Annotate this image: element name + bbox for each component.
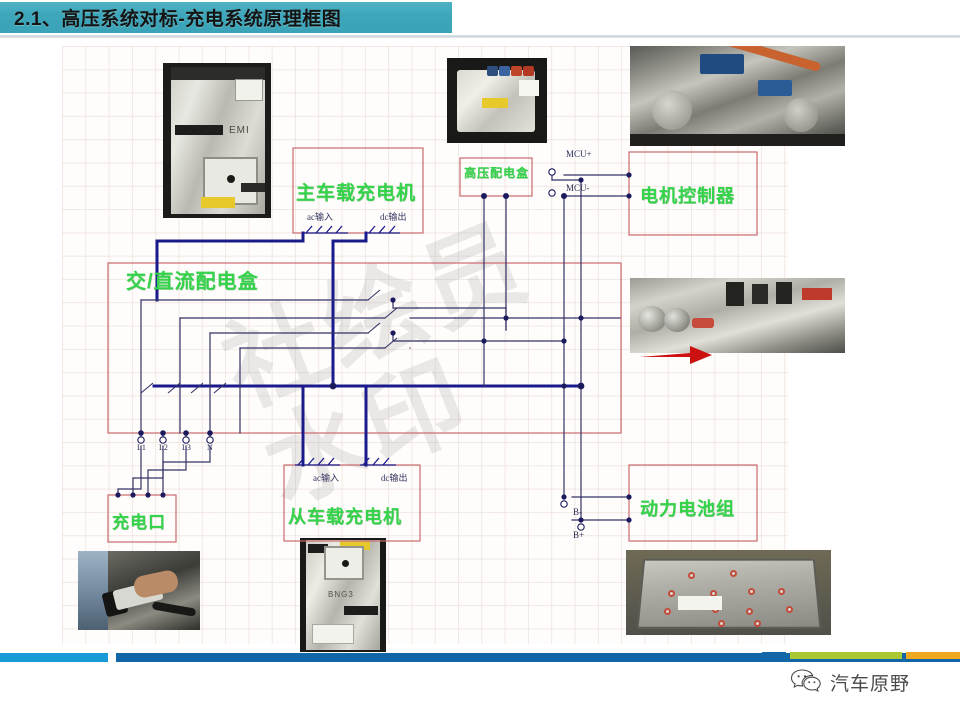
terminal-label-batt-plus: B+: [573, 530, 585, 540]
footer-bar-left: [0, 653, 108, 662]
emi-photo-caption: EMI: [229, 125, 250, 136]
terminal-label-port-n: N: [207, 443, 213, 452]
footer-bar-yellow: [906, 652, 960, 659]
terminal-label-mcu-minus: MCU-: [566, 183, 590, 193]
block-label-slave-obc: 从车载充电机: [288, 507, 402, 527]
battery-pack-photo: [626, 550, 831, 635]
block-label-battery-pack: 动力电池组: [640, 499, 735, 519]
block-label-mcu: 电机控制器: [640, 186, 735, 206]
block-label-acdc-box: 交/直流配电盒: [126, 271, 259, 293]
footer-bar-right: [116, 653, 960, 662]
footer-bar-green: [790, 652, 902, 659]
footer-bar-blue-segment: [762, 652, 786, 659]
page-title: 2.1、高压系统对标-充电系统原理框图: [14, 9, 342, 30]
terminal-label-port-l1: L1: [137, 443, 146, 452]
hv-distribution-box-photo: [447, 58, 547, 143]
slave-obc-dc-output-label: dc输出: [381, 473, 408, 483]
onboard-charger-photo: BNG3: [300, 538, 386, 652]
terminal-label-mcu-plus: MCU+: [566, 149, 592, 159]
terminal-label-port-l3: L3: [182, 443, 191, 452]
charger-photo-caption: BNG3: [328, 590, 354, 599]
emi-filter-unit-photo: EMI: [163, 63, 271, 218]
title-divider: [0, 35, 960, 38]
charging-plug-photo: [78, 551, 200, 630]
wechat-account-name: 汽车原野: [830, 674, 911, 695]
slide-title-banner: 2.1、高压系统对标-充电系统原理框图: [0, 2, 452, 33]
block-label-hv-box: 高压配电盒: [464, 166, 530, 180]
red-pointer-arrow: [640, 346, 712, 364]
terminal-label-batt-minus: B-: [573, 507, 582, 517]
main-obc-ac-input-label: ac输入: [307, 212, 333, 222]
motor-assembly-photo: [630, 46, 845, 146]
hv-controller-photo: [630, 278, 845, 353]
terminal-label-port-l2: L2: [159, 443, 168, 452]
slave-obc-ac-input-label: ac输入: [313, 473, 339, 483]
block-label-charge-port: 充电口: [112, 513, 166, 532]
wechat-icon: [790, 669, 821, 693]
main-obc-dc-output-label: dc输出: [380, 212, 407, 222]
block-label-main-obc: 主车载充电机: [296, 183, 417, 204]
